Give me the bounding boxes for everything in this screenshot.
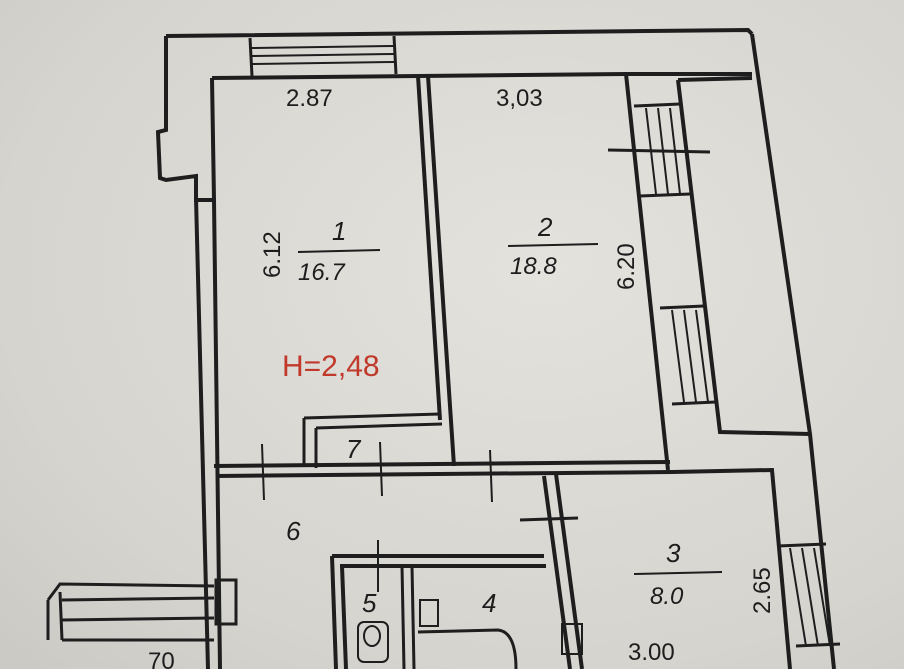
fraction-line-1 bbox=[297, 249, 381, 253]
room-7-number: 7 bbox=[346, 434, 362, 464]
sink-icon bbox=[419, 599, 439, 627]
room-4-number: 4 bbox=[482, 588, 496, 618]
bathtub-icon bbox=[417, 628, 518, 669]
dim-top-left: 2.87 bbox=[286, 85, 333, 112]
fraction-line-2 bbox=[507, 243, 599, 247]
ceiling-height-label: H=2,48 bbox=[282, 350, 380, 383]
closet-7-walls bbox=[302, 412, 443, 468]
room-5-number: 5 bbox=[362, 588, 377, 618]
loggia bbox=[607, 73, 811, 471]
partition-1-2 bbox=[416, 75, 456, 467]
dim-corner-partial: 70 bbox=[148, 648, 175, 669]
room-1-area: 16.7 bbox=[298, 259, 346, 286]
dim-room3-side: 2.65 bbox=[749, 567, 776, 614]
room-3-window bbox=[777, 542, 841, 648]
room-3-area: 8.0 bbox=[650, 583, 684, 610]
left-wall-inner bbox=[212, 199, 222, 669]
room-1-number: 1 bbox=[332, 216, 346, 246]
entrance-stub bbox=[46, 578, 238, 642]
room-6-number: 6 bbox=[286, 516, 301, 546]
kitchen-sink-icon bbox=[561, 623, 583, 655]
doorway-marks bbox=[261, 441, 493, 503]
dim-room2-side: 6.20 bbox=[613, 243, 640, 290]
room-2-area: 18.8 bbox=[510, 253, 557, 280]
fraction-line-3 bbox=[633, 571, 723, 575]
dim-room1-side: 6.12 bbox=[259, 231, 286, 278]
bath-block bbox=[330, 540, 583, 669]
top-window bbox=[248, 35, 398, 77]
room-2-number: 2 bbox=[537, 212, 553, 242]
dim-top-right: 3,03 bbox=[496, 85, 543, 112]
loggia-inner-wall bbox=[624, 73, 670, 471]
left-wall-outer bbox=[194, 197, 210, 669]
dim-bottom: 3.00 bbox=[628, 639, 675, 666]
corridor-wall bbox=[213, 460, 673, 478]
room-3-number: 3 bbox=[666, 538, 681, 568]
partition-hall-3 bbox=[542, 473, 584, 669]
loggia-outer-rail bbox=[676, 79, 811, 436]
left-jog-outer bbox=[155, 36, 198, 198]
top-wall-outer bbox=[165, 27, 754, 38]
toilet-icon bbox=[357, 621, 389, 663]
room-3-walls bbox=[671, 467, 792, 669]
outer-walls bbox=[155, 27, 836, 669]
